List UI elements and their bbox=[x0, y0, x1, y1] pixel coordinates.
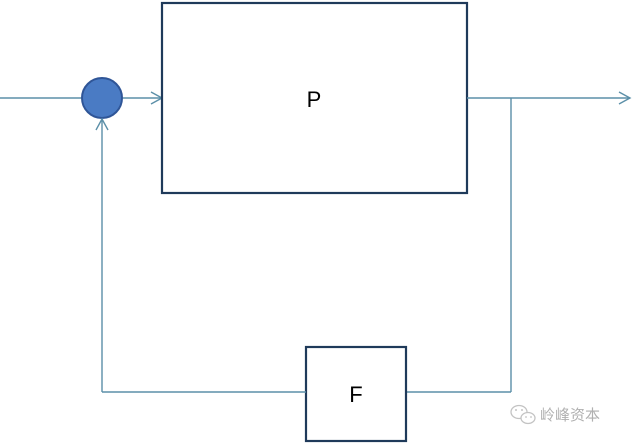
plant-block-label: P bbox=[307, 87, 322, 112]
summing-junction bbox=[81, 77, 123, 119]
watermark: 岭峰资本 bbox=[510, 404, 600, 425]
plant-block: P bbox=[160, 1, 469, 195]
watermark-text: 岭峰资本 bbox=[540, 406, 600, 424]
wechat-logo-icon bbox=[510, 404, 536, 425]
feedback-block-label: F bbox=[349, 382, 362, 407]
feedback-block: F bbox=[304, 345, 408, 443]
